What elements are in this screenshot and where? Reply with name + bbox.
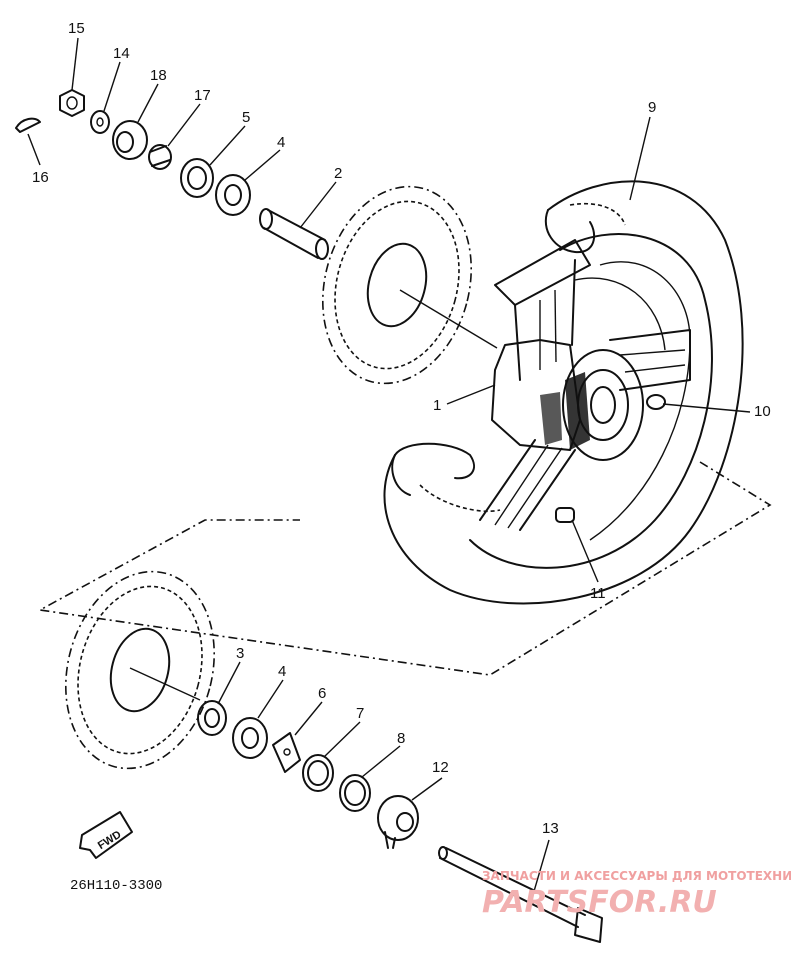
callout-10: 10 xyxy=(754,403,771,420)
callout-12: 12 xyxy=(432,759,449,776)
callout-18: 18 xyxy=(150,67,167,84)
axle-centerline xyxy=(37,461,772,676)
part-18-collar xyxy=(112,120,148,160)
part-7-collar xyxy=(302,754,334,792)
watermark-subtitle: ЗАПЧАСТИ И АКСЕССУАРЫ ДЛЯ МОТОТЕХНИКИ xyxy=(482,869,791,883)
wheel-rim xyxy=(383,180,744,605)
leader-lines xyxy=(27,37,751,906)
part-13-wheel-axle xyxy=(438,846,603,943)
callout-14: 14 xyxy=(113,45,130,62)
part-4-bearing-lower xyxy=(232,717,268,759)
callout-7: 7 xyxy=(356,705,364,722)
part-14-washer xyxy=(90,110,110,134)
part-12-speedometer-gear xyxy=(377,795,419,849)
callout-4-upper: 4 xyxy=(277,134,285,151)
part-3-oil-seal xyxy=(197,700,227,736)
part-15-nut xyxy=(59,89,85,117)
part-6-retainer xyxy=(272,732,301,773)
callout-labels: 15 14 18 17 5 4 2 9 16 1 10 11 3 4 6 7 8… xyxy=(32,20,771,837)
part-5-oil-seal xyxy=(180,158,214,198)
callout-9: 9 xyxy=(648,99,656,116)
callout-2: 2 xyxy=(334,165,342,182)
callout-6: 6 xyxy=(318,685,326,702)
callout-16: 16 xyxy=(32,169,49,186)
diagram-code: 26H110-3300 xyxy=(70,878,162,894)
part-8-oil-seal xyxy=(339,774,371,812)
callout-8: 8 xyxy=(397,730,405,747)
part-2-spacer-tube xyxy=(259,208,329,260)
callout-17: 17 xyxy=(194,87,211,104)
brake-disc-upper xyxy=(321,185,473,385)
part-4-bearing-upper xyxy=(215,174,251,216)
axle-line-upper xyxy=(399,289,498,349)
callout-13: 13 xyxy=(542,820,559,837)
part-16-cotter-pin xyxy=(15,117,41,133)
callout-15: 15 xyxy=(68,20,85,37)
forward-direction-arrow: FWD xyxy=(79,811,133,859)
watermark: ЗАПЧАСТИ И АКСЕССУАРЫ ДЛЯ МОТОТЕХНИКИ PA… xyxy=(482,869,791,920)
callout-4-lower: 4 xyxy=(278,663,286,680)
callout-5: 5 xyxy=(242,109,250,126)
watermark-logo: PARTSFOR.RU xyxy=(482,885,717,920)
callout-3: 3 xyxy=(236,645,244,662)
callout-11: 11 xyxy=(590,585,606,602)
brake-disc-lower xyxy=(64,570,216,770)
callout-1: 1 xyxy=(433,397,441,414)
part-17-spacer xyxy=(148,144,172,170)
